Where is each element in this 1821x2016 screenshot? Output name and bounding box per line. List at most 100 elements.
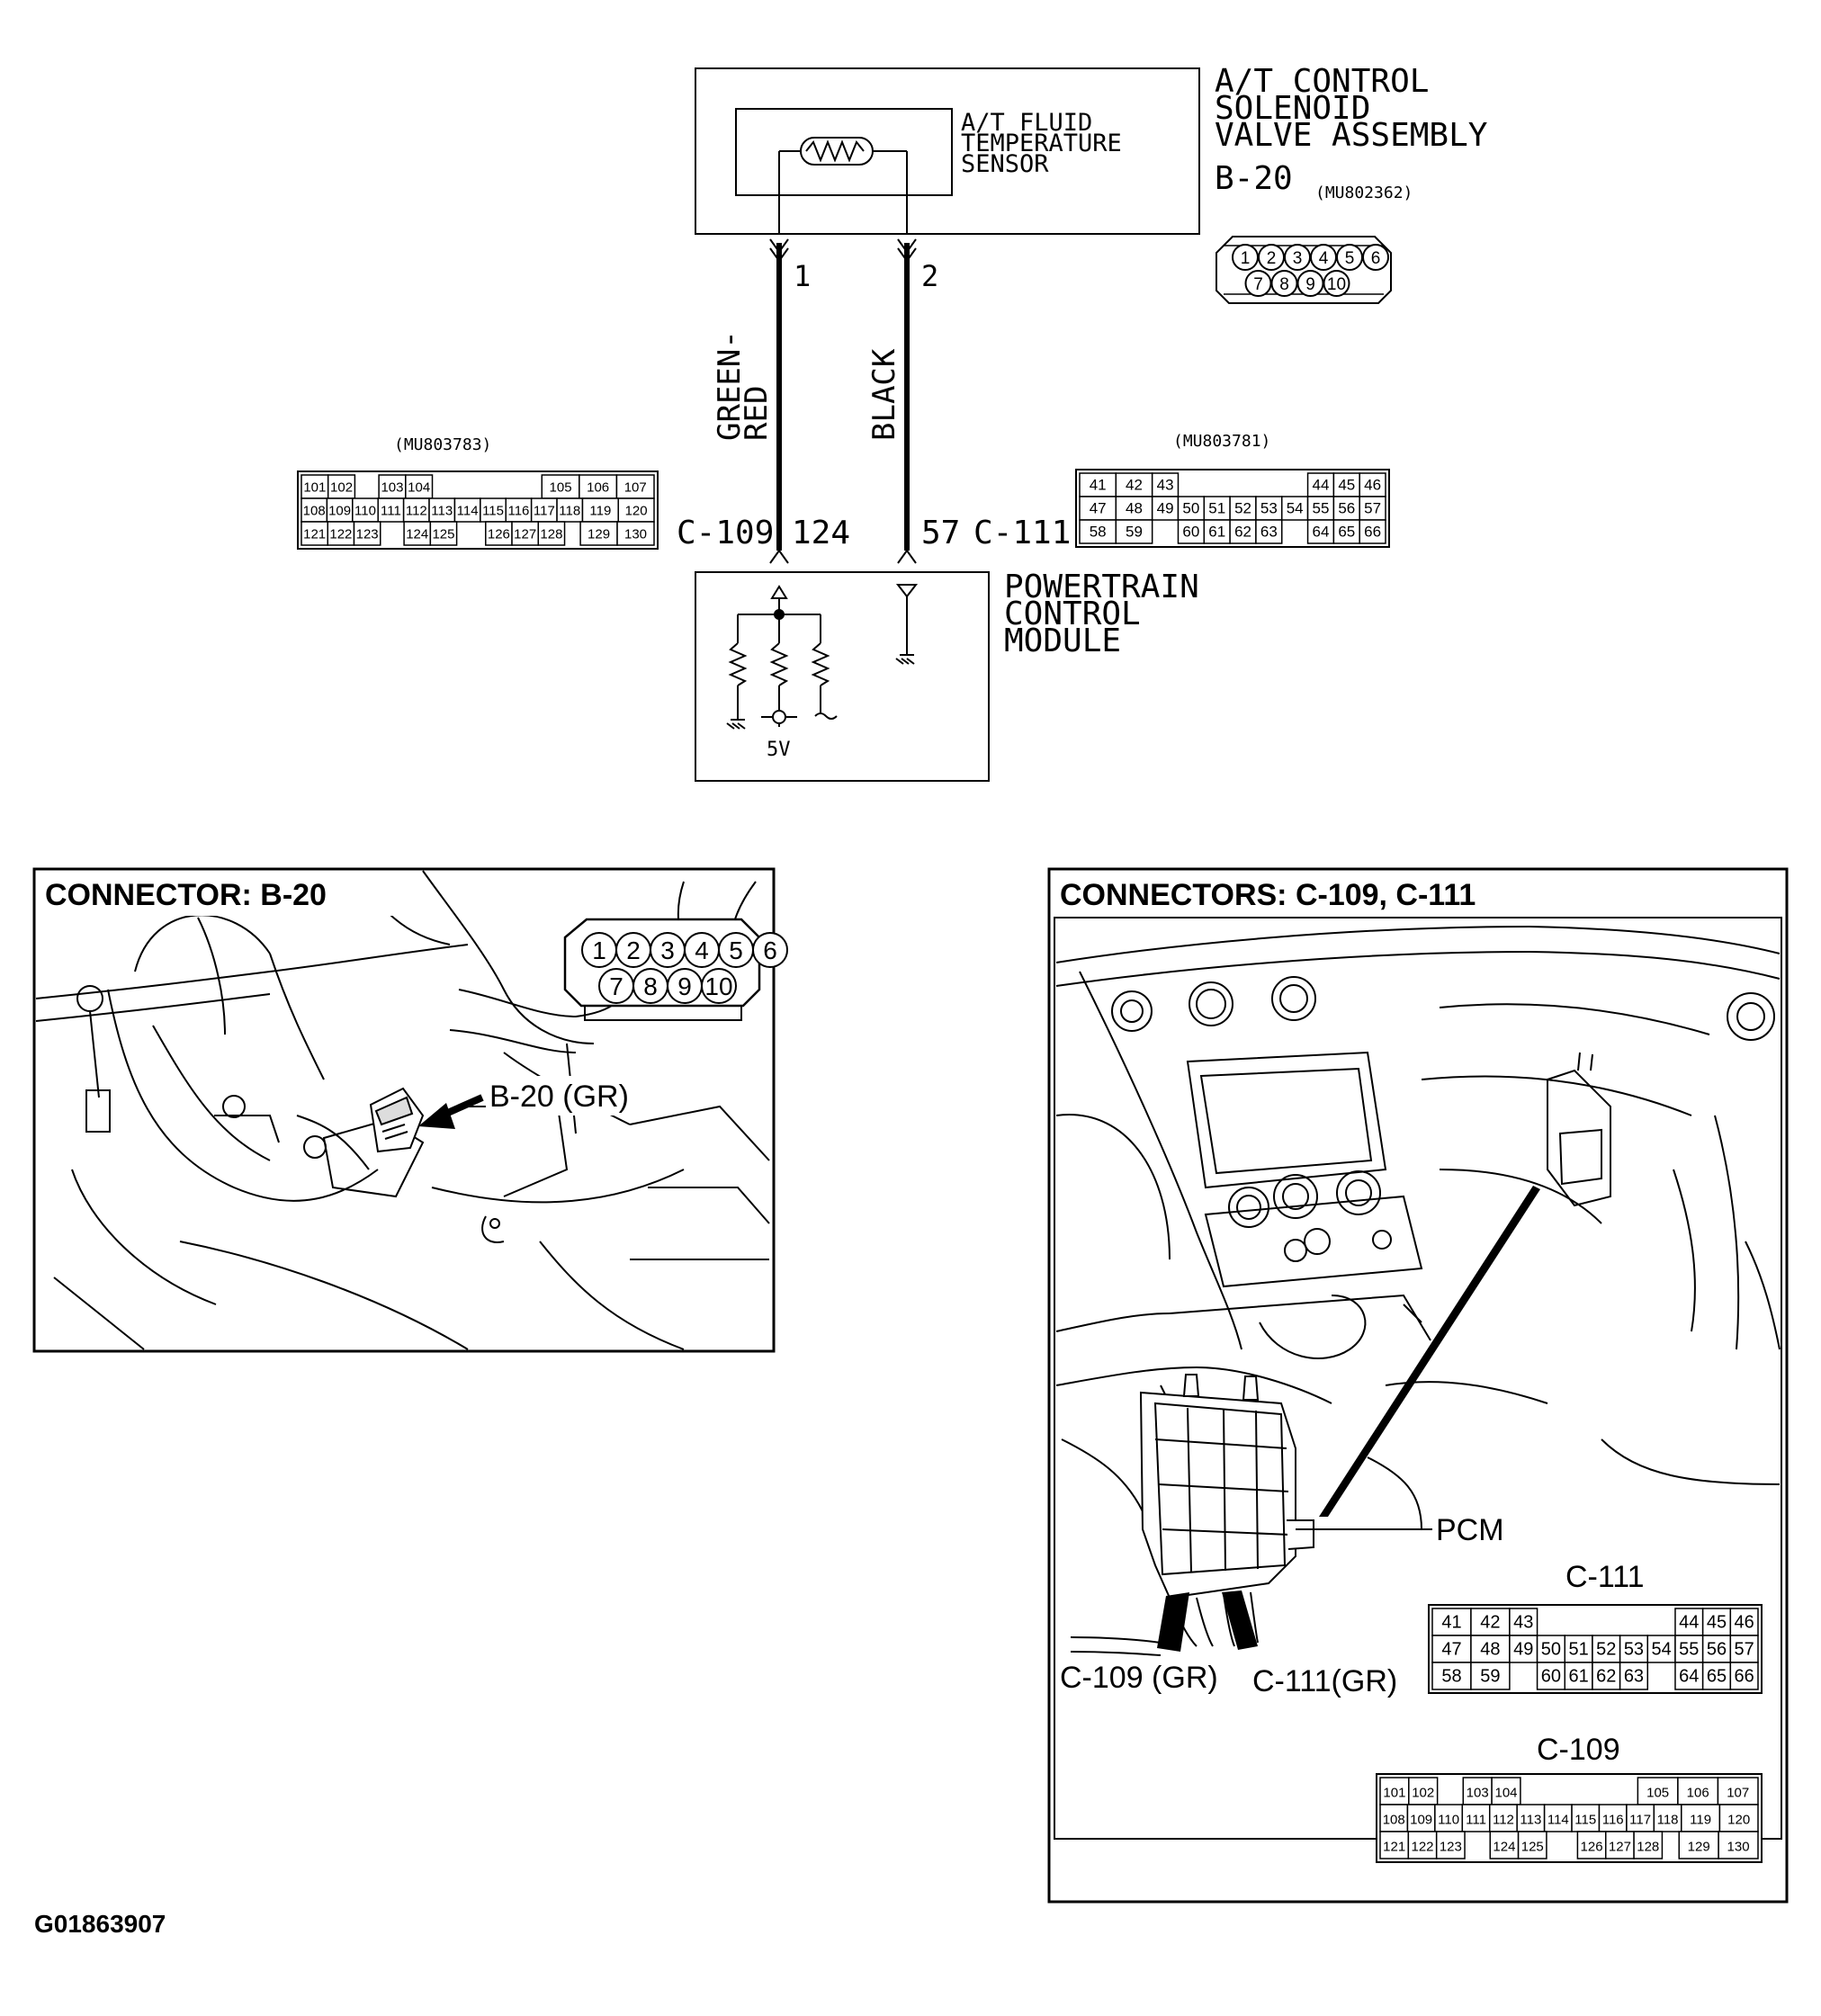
cell-label-55: 55 [1313, 500, 1330, 517]
cell-label-126: 126 [488, 527, 510, 542]
cell-label-59: 59 [1126, 524, 1143, 541]
cell-44 [1306, 472, 1335, 497]
cell-125 [429, 521, 458, 546]
cell-104 [405, 474, 434, 499]
cell-52 [1592, 1635, 1621, 1663]
cell-label-104: 104 [1494, 1786, 1517, 1801]
cell-label-106: 106 [587, 480, 609, 496]
pin-label-8: 8 [1279, 275, 1289, 294]
cell-label-127: 127 [514, 527, 536, 542]
c111-arrow-icon [1222, 1590, 1258, 1650]
sensor-label-2: TEMPERATURE [961, 130, 1122, 157]
cell-label-54: 54 [1652, 1640, 1672, 1660]
pin-label-1: 1 [1241, 249, 1251, 268]
cell-66 [1729, 1662, 1759, 1690]
cell-113 [1516, 1804, 1546, 1832]
left-connector-part-number: (MU803783) [394, 435, 491, 454]
cell-label-51: 51 [1208, 500, 1225, 517]
pin-2-label: 2 [921, 259, 938, 293]
cell-112 [1488, 1804, 1518, 1832]
cell-label-64: 64 [1679, 1667, 1699, 1687]
cell-108 [301, 497, 328, 523]
cell-label-58: 58 [1441, 1667, 1461, 1687]
cell-64 [1306, 519, 1335, 544]
cell-label-103: 103 [381, 480, 403, 496]
cell-130 [616, 521, 655, 546]
cell-128 [537, 521, 566, 546]
pcm-label: PCM [1436, 1513, 1504, 1547]
assembly-label-3: VALVE ASSEMBLY [1215, 117, 1488, 154]
cell-43 [1509, 1608, 1538, 1636]
cell-label-65: 65 [1707, 1667, 1727, 1687]
cell-label-123: 123 [1440, 1840, 1462, 1855]
cell-label-114: 114 [1547, 1813, 1569, 1828]
cell-label-43: 43 [1157, 477, 1174, 494]
cell-label-123: 123 [356, 527, 379, 542]
cell-102 [1408, 1777, 1439, 1805]
pin-6 [1362, 244, 1389, 271]
cell-127 [511, 521, 540, 546]
cell-label-117: 117 [534, 504, 555, 519]
cell-label-108: 108 [303, 504, 326, 519]
zoom-pointer-icon [1319, 1186, 1540, 1517]
assembly-label-1: A/T CONTROL [1215, 63, 1429, 100]
cell-126 [485, 521, 513, 546]
pin-label-8: 8 [643, 972, 658, 1000]
cell-label-44: 44 [1679, 1613, 1699, 1633]
cell-label-129: 129 [588, 527, 610, 542]
cell-label-121: 121 [303, 527, 326, 542]
pin-1-label: 1 [794, 259, 811, 293]
cell-label-41: 41 [1441, 1613, 1461, 1633]
cell-111 [1461, 1804, 1491, 1832]
pin-10 [701, 968, 737, 1004]
cell-label-130: 130 [624, 527, 647, 542]
cell-123 [1435, 1831, 1466, 1859]
pin-label-9: 9 [1305, 275, 1315, 294]
cell-65 [1332, 519, 1360, 544]
pin-label-4: 4 [1319, 249, 1329, 268]
cell-label-110: 110 [354, 504, 376, 519]
cell-label-119: 119 [1690, 1813, 1711, 1828]
figure-id: G01863907 [34, 1910, 166, 1938]
cell-120 [1718, 1804, 1759, 1832]
pcm-pin-left: 124 [792, 515, 850, 551]
cell-123 [353, 521, 381, 546]
cell-label-129: 129 [1688, 1840, 1710, 1855]
pin-label-6: 6 [763, 936, 777, 964]
cell-63 [1255, 519, 1283, 544]
cell-label-120: 120 [1727, 1813, 1750, 1828]
c109-grid-title: C-109 [1537, 1733, 1620, 1767]
cell-label-50: 50 [1541, 1640, 1561, 1660]
c109-callout-label: C-109 (GR) [1060, 1661, 1218, 1695]
cell-label-118: 118 [559, 504, 580, 519]
pcm-internal-circuit [726, 584, 919, 730]
cell-label-60: 60 [1182, 524, 1199, 541]
pcm-label-3: MODULE [1004, 623, 1121, 659]
wire-1-color-2: RED [739, 386, 775, 441]
pin-label-1: 1 [592, 936, 606, 964]
cell-label-110: 110 [1438, 1813, 1459, 1828]
c109-c111-panel-title: CONNECTORS: C-109, C-111 [1060, 878, 1476, 912]
cell-label-118: 118 [1657, 1813, 1679, 1828]
pcm-label-1: POWERTRAIN [1004, 569, 1199, 605]
pin-label-2: 2 [1267, 249, 1277, 268]
cell-label-112: 112 [406, 504, 427, 519]
cell-label-55: 55 [1679, 1640, 1699, 1660]
cell-59 [1115, 519, 1153, 544]
cell-label-48: 48 [1126, 500, 1143, 517]
sensor-label-1: A/T FLUID [961, 109, 1092, 137]
cell-label-115: 115 [1574, 1813, 1596, 1828]
cell-50 [1536, 1635, 1566, 1663]
cell-54 [1280, 496, 1309, 521]
cell-label-108: 108 [1383, 1813, 1405, 1828]
cell-47 [1431, 1635, 1472, 1663]
cell-label-62: 62 [1234, 524, 1251, 541]
cell-label-66: 66 [1735, 1667, 1754, 1687]
cell-label-111: 111 [381, 504, 401, 519]
b20-callout-label: B-20 (GR) [489, 1080, 629, 1114]
cell-58 [1079, 519, 1117, 544]
